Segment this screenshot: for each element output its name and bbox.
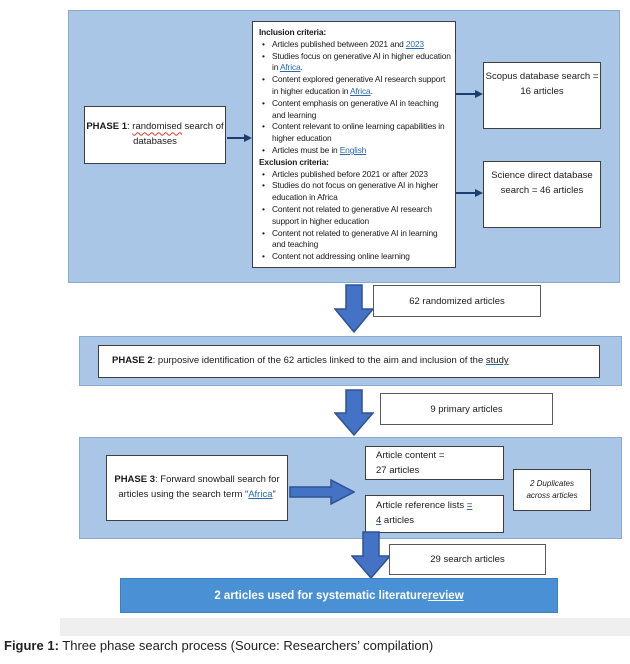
criteria-item: Studies do not focus on generative AI in… [259, 180, 451, 204]
underlined-term: review [427, 589, 464, 602]
criteria-item: Content not related to generative AI res… [259, 204, 451, 228]
criteria-box: Inclusion criteria: Articles published b… [252, 21, 456, 268]
phase3-box-text: PHASE 3: Forward snowball search for art… [114, 474, 280, 500]
right-arrow-icon [227, 132, 252, 144]
final-result-bar: 2 articles used for systematic literatur… [120, 578, 558, 613]
phase1-box-text: PHASE 1: randomised search of databases [86, 121, 224, 147]
inclusion-list: Articles published between 2021 and 2023… [259, 39, 451, 157]
criteria-item: Content emphasis on generative AI in tea… [259, 98, 451, 122]
criteria-item: Content not related to generative AI in … [259, 228, 451, 252]
right-block-arrow-icon [289, 479, 355, 505]
right-arrow-icon [456, 187, 483, 199]
figure-edge-strip [60, 618, 630, 636]
phase3-box: PHASE 3: Forward snowball search for art… [106, 455, 288, 521]
duplicates-box: 2 Duplicates across articles [513, 469, 591, 511]
misspelled-word: randomised [132, 121, 182, 133]
underlined-term: = [466, 500, 473, 511]
science-direct-box: Science direct database search = 46 arti… [483, 161, 601, 228]
exclusion-list: Articles published before 2021 or after … [259, 169, 451, 263]
phase2-box: PHASE 2: purposive identification of the… [98, 345, 600, 378]
linked-term: English [339, 144, 367, 155]
linked-term: Africa [350, 85, 371, 96]
criteria-item: Articles published before 2021 or after … [259, 169, 451, 181]
down-arrow-icon [351, 531, 391, 579]
randomized-articles-box: 62 randomized articles [373, 285, 541, 317]
phase2-box-text: PHASE 2: purposive identification of the… [112, 355, 509, 367]
exclusion-heading: Exclusion criteria: [259, 156, 329, 167]
phase3-label: PHASE 3 [114, 474, 156, 486]
right-arrow-icon [456, 88, 483, 100]
article-reference-box: Article reference lists = 4 articles [365, 495, 504, 533]
phase2-label: PHASE 2 [112, 355, 153, 367]
caption-text: Three phase search process (Source: Rese… [58, 638, 434, 653]
criteria-item: Studies focus on generative AI in higher… [259, 51, 451, 75]
search-articles-box: 29 search articles [389, 544, 546, 575]
linked-term: Africa [248, 489, 273, 500]
phase1-label: PHASE 1 [86, 121, 127, 133]
linked-term: Africa [279, 62, 301, 73]
scopus-box: Scopus database search = 16 articles [483, 62, 601, 129]
criteria-item: Content relevant to online learning capa… [259, 121, 451, 145]
down-arrow-icon [334, 284, 374, 333]
inclusion-heading: Inclusion criteria: [259, 27, 326, 37]
primary-articles-box: 9 primary articles [380, 393, 553, 425]
figure-caption: Figure 1: Three phase search process (So… [4, 638, 614, 653]
linked-term: 2023 [405, 38, 424, 49]
criteria-item: Content explored generative AI research … [259, 74, 451, 98]
article-content-box: Article content = 27 articles [365, 446, 504, 480]
criteria-item: Articles must be in English [259, 145, 451, 157]
caption-label: Figure 1: [4, 638, 59, 653]
down-arrow-icon [334, 389, 374, 436]
underlined-term: study [485, 355, 509, 367]
underlined-term: 4 [376, 514, 382, 526]
criteria-item: Articles published between 2021 and 2023 [259, 39, 451, 51]
phase1-box: PHASE 1: randomised search of databases [84, 106, 226, 164]
criteria-item: Content not addressing online learning [259, 251, 451, 263]
